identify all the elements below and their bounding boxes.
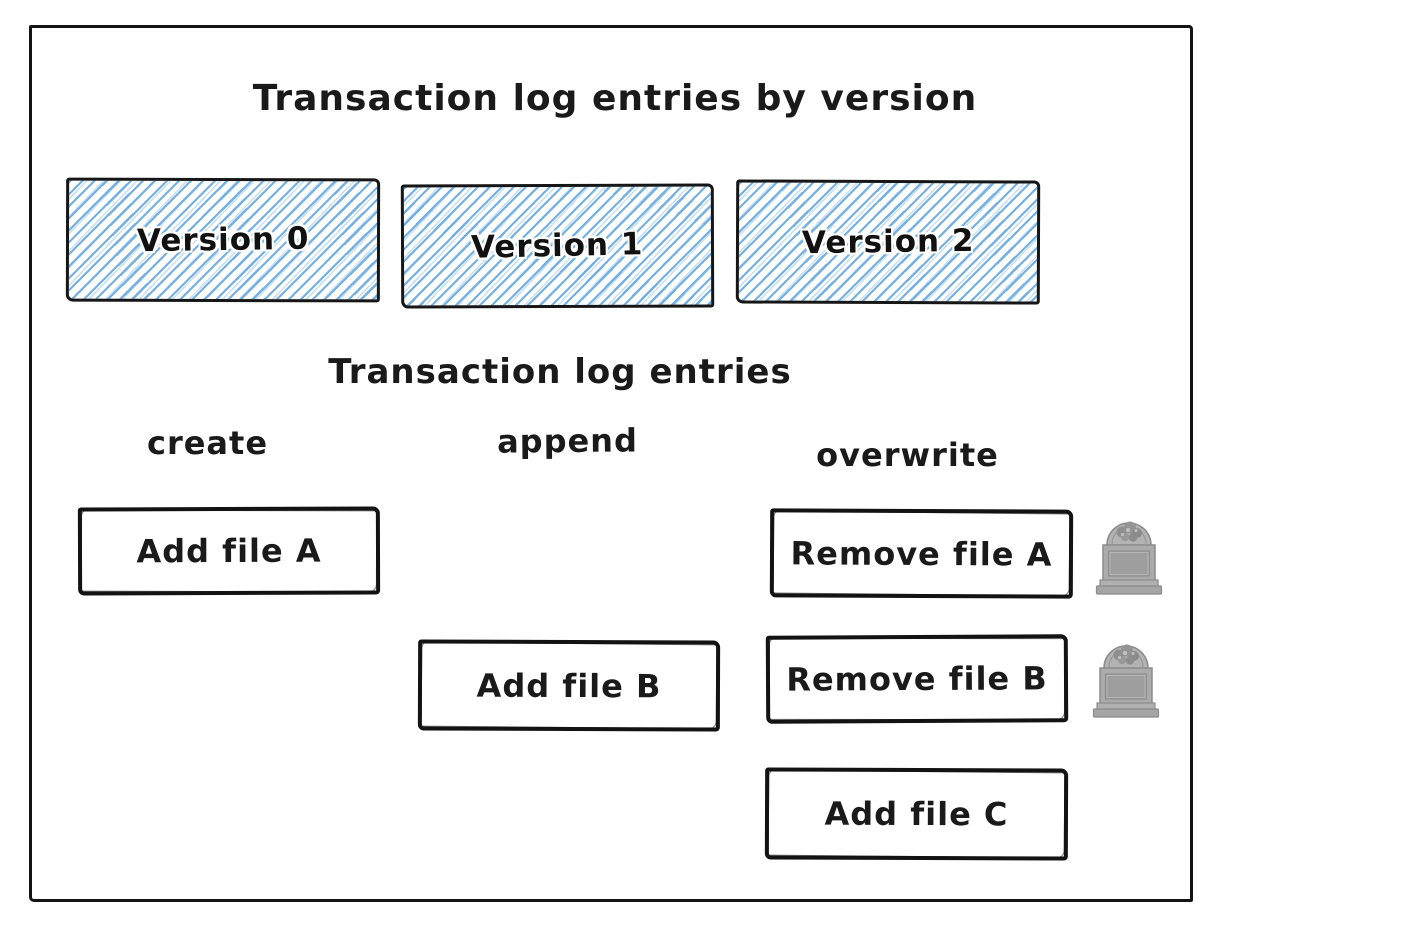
entry-label: Remove file B bbox=[786, 659, 1048, 699]
version-1-box: Version 1 bbox=[400, 183, 715, 309]
column-label-overwrite: overwrite bbox=[816, 436, 999, 474]
diagram-title: Transaction log entries by version bbox=[252, 78, 978, 119]
entry-box-remove-file-b: Remove file B bbox=[765, 634, 1069, 724]
entry-label: Add file B bbox=[476, 666, 662, 705]
diagram-outer-frame bbox=[29, 25, 1193, 902]
version-1-label: Version 1 bbox=[470, 226, 645, 266]
tombstone-icon bbox=[1094, 513, 1164, 595]
entry-label: Add file C bbox=[824, 794, 1009, 834]
entry-label: Remove file A bbox=[790, 533, 1053, 574]
entry-label: Add file A bbox=[136, 531, 322, 571]
version-2-box: Version 2 bbox=[735, 179, 1041, 305]
entry-box-add-file-a: Add file A bbox=[77, 506, 381, 596]
column-label-append: append bbox=[496, 421, 639, 461]
entry-box-add-file-c: Add file C bbox=[764, 767, 1069, 861]
version-0-box: Version 0 bbox=[65, 177, 381, 303]
version-2-label: Version 2 bbox=[801, 222, 975, 262]
entry-box-remove-file-a: Remove file A bbox=[769, 508, 1074, 599]
entry-box-add-file-b: Add file B bbox=[417, 639, 721, 732]
tombstone-icon bbox=[1091, 636, 1161, 718]
diagram-subtitle: Transaction log entries bbox=[328, 352, 792, 392]
version-0-label: Version 0 bbox=[136, 220, 310, 260]
column-label-create: create bbox=[146, 424, 269, 462]
